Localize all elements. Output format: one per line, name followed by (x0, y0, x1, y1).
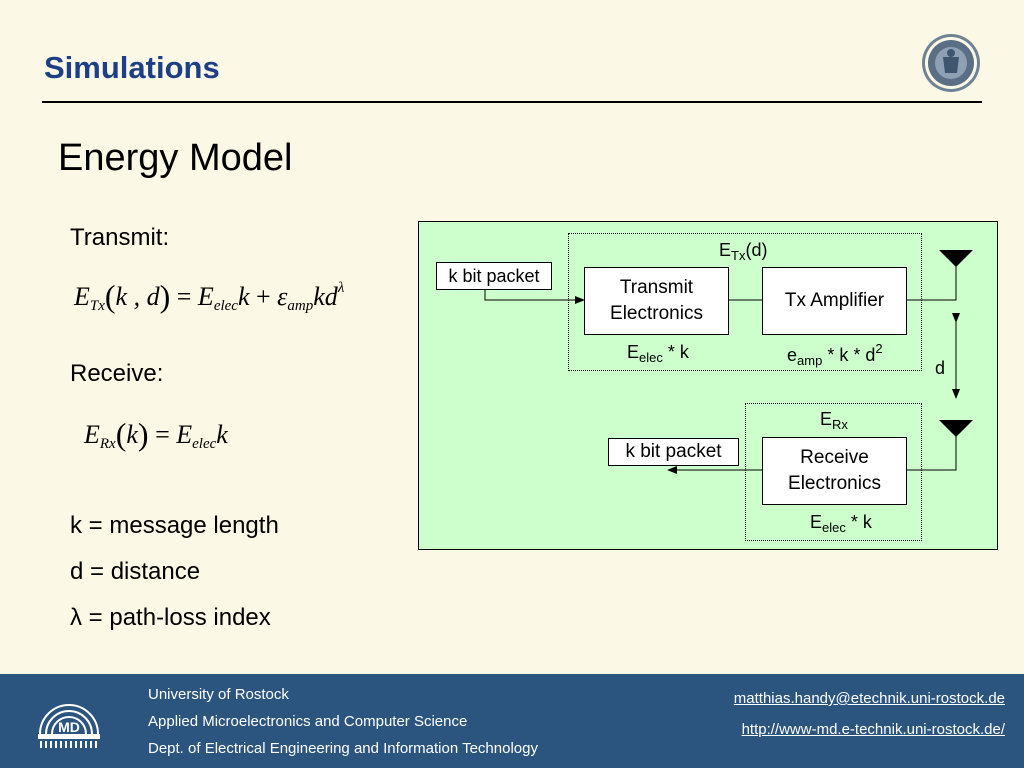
tx-energy-region (568, 233, 922, 371)
receive-formula: ERx(k) = Eeleck (84, 416, 228, 452)
eelec-tx-label: Eelec * k (627, 342, 689, 365)
footer-bar (0, 674, 1024, 768)
erx-label: ERx (820, 409, 848, 432)
title-divider (42, 101, 982, 103)
receive-electronics-line2: Electronics (788, 473, 881, 494)
receive-electronics-box: Receive Electronics (762, 437, 907, 505)
rx-energy-region (745, 403, 922, 541)
receive-electronics-line1: Receive (800, 447, 869, 468)
section-heading: Energy Model (58, 137, 293, 179)
diagram-wires (484, 250, 973, 474)
md-logo-icon: MD (38, 704, 100, 748)
energy-model-diagram: k bit packet Transmit Electronics Tx Amp… (418, 221, 998, 550)
transmit-electronics-line2: Electronics (610, 303, 703, 324)
transmit-formula: ETx(k , d) = Eeleck + εampkdλ (74, 278, 345, 314)
rx-packet-box: k bit packet (608, 438, 739, 466)
eelec-rx-label: Eelec * k (810, 512, 872, 535)
slide-title: Simulations (44, 50, 220, 85)
transmit-electronics-box: Transmit Electronics (584, 267, 729, 335)
footer-department: Dept. of Electrical Engineering and Info… (148, 740, 538, 757)
transmit-electronics-line1: Transmit (619, 277, 694, 298)
svg-text:MD: MD (58, 719, 80, 735)
receive-label: Receive: (70, 360, 164, 387)
etx-label: ETx(d) (719, 240, 768, 263)
footer-email-link[interactable]: matthias.handy@etechnik.uni-rostock.de (733, 690, 1005, 707)
transmit-label: Transmit: (70, 224, 170, 251)
footer-url-link[interactable]: http://www-md.e-technik.uni-rostock.de/ (741, 721, 1005, 738)
footer-institute: Applied Microelectronics and Computer Sc… (148, 713, 468, 730)
definition-d: d = distance (70, 558, 201, 585)
eamp-label: eamp * k * d2 (787, 341, 883, 368)
university-seal-icon (922, 34, 980, 92)
tx-packet-box: k bit packet (436, 262, 552, 290)
footer-university: University of Rostock (148, 686, 289, 703)
tx-amplifier-box: Tx Amplifier (762, 267, 907, 335)
definition-k: k = message length (70, 512, 279, 539)
definition-lambda: λ = path-loss index (70, 604, 271, 631)
distance-label: d (935, 358, 946, 378)
